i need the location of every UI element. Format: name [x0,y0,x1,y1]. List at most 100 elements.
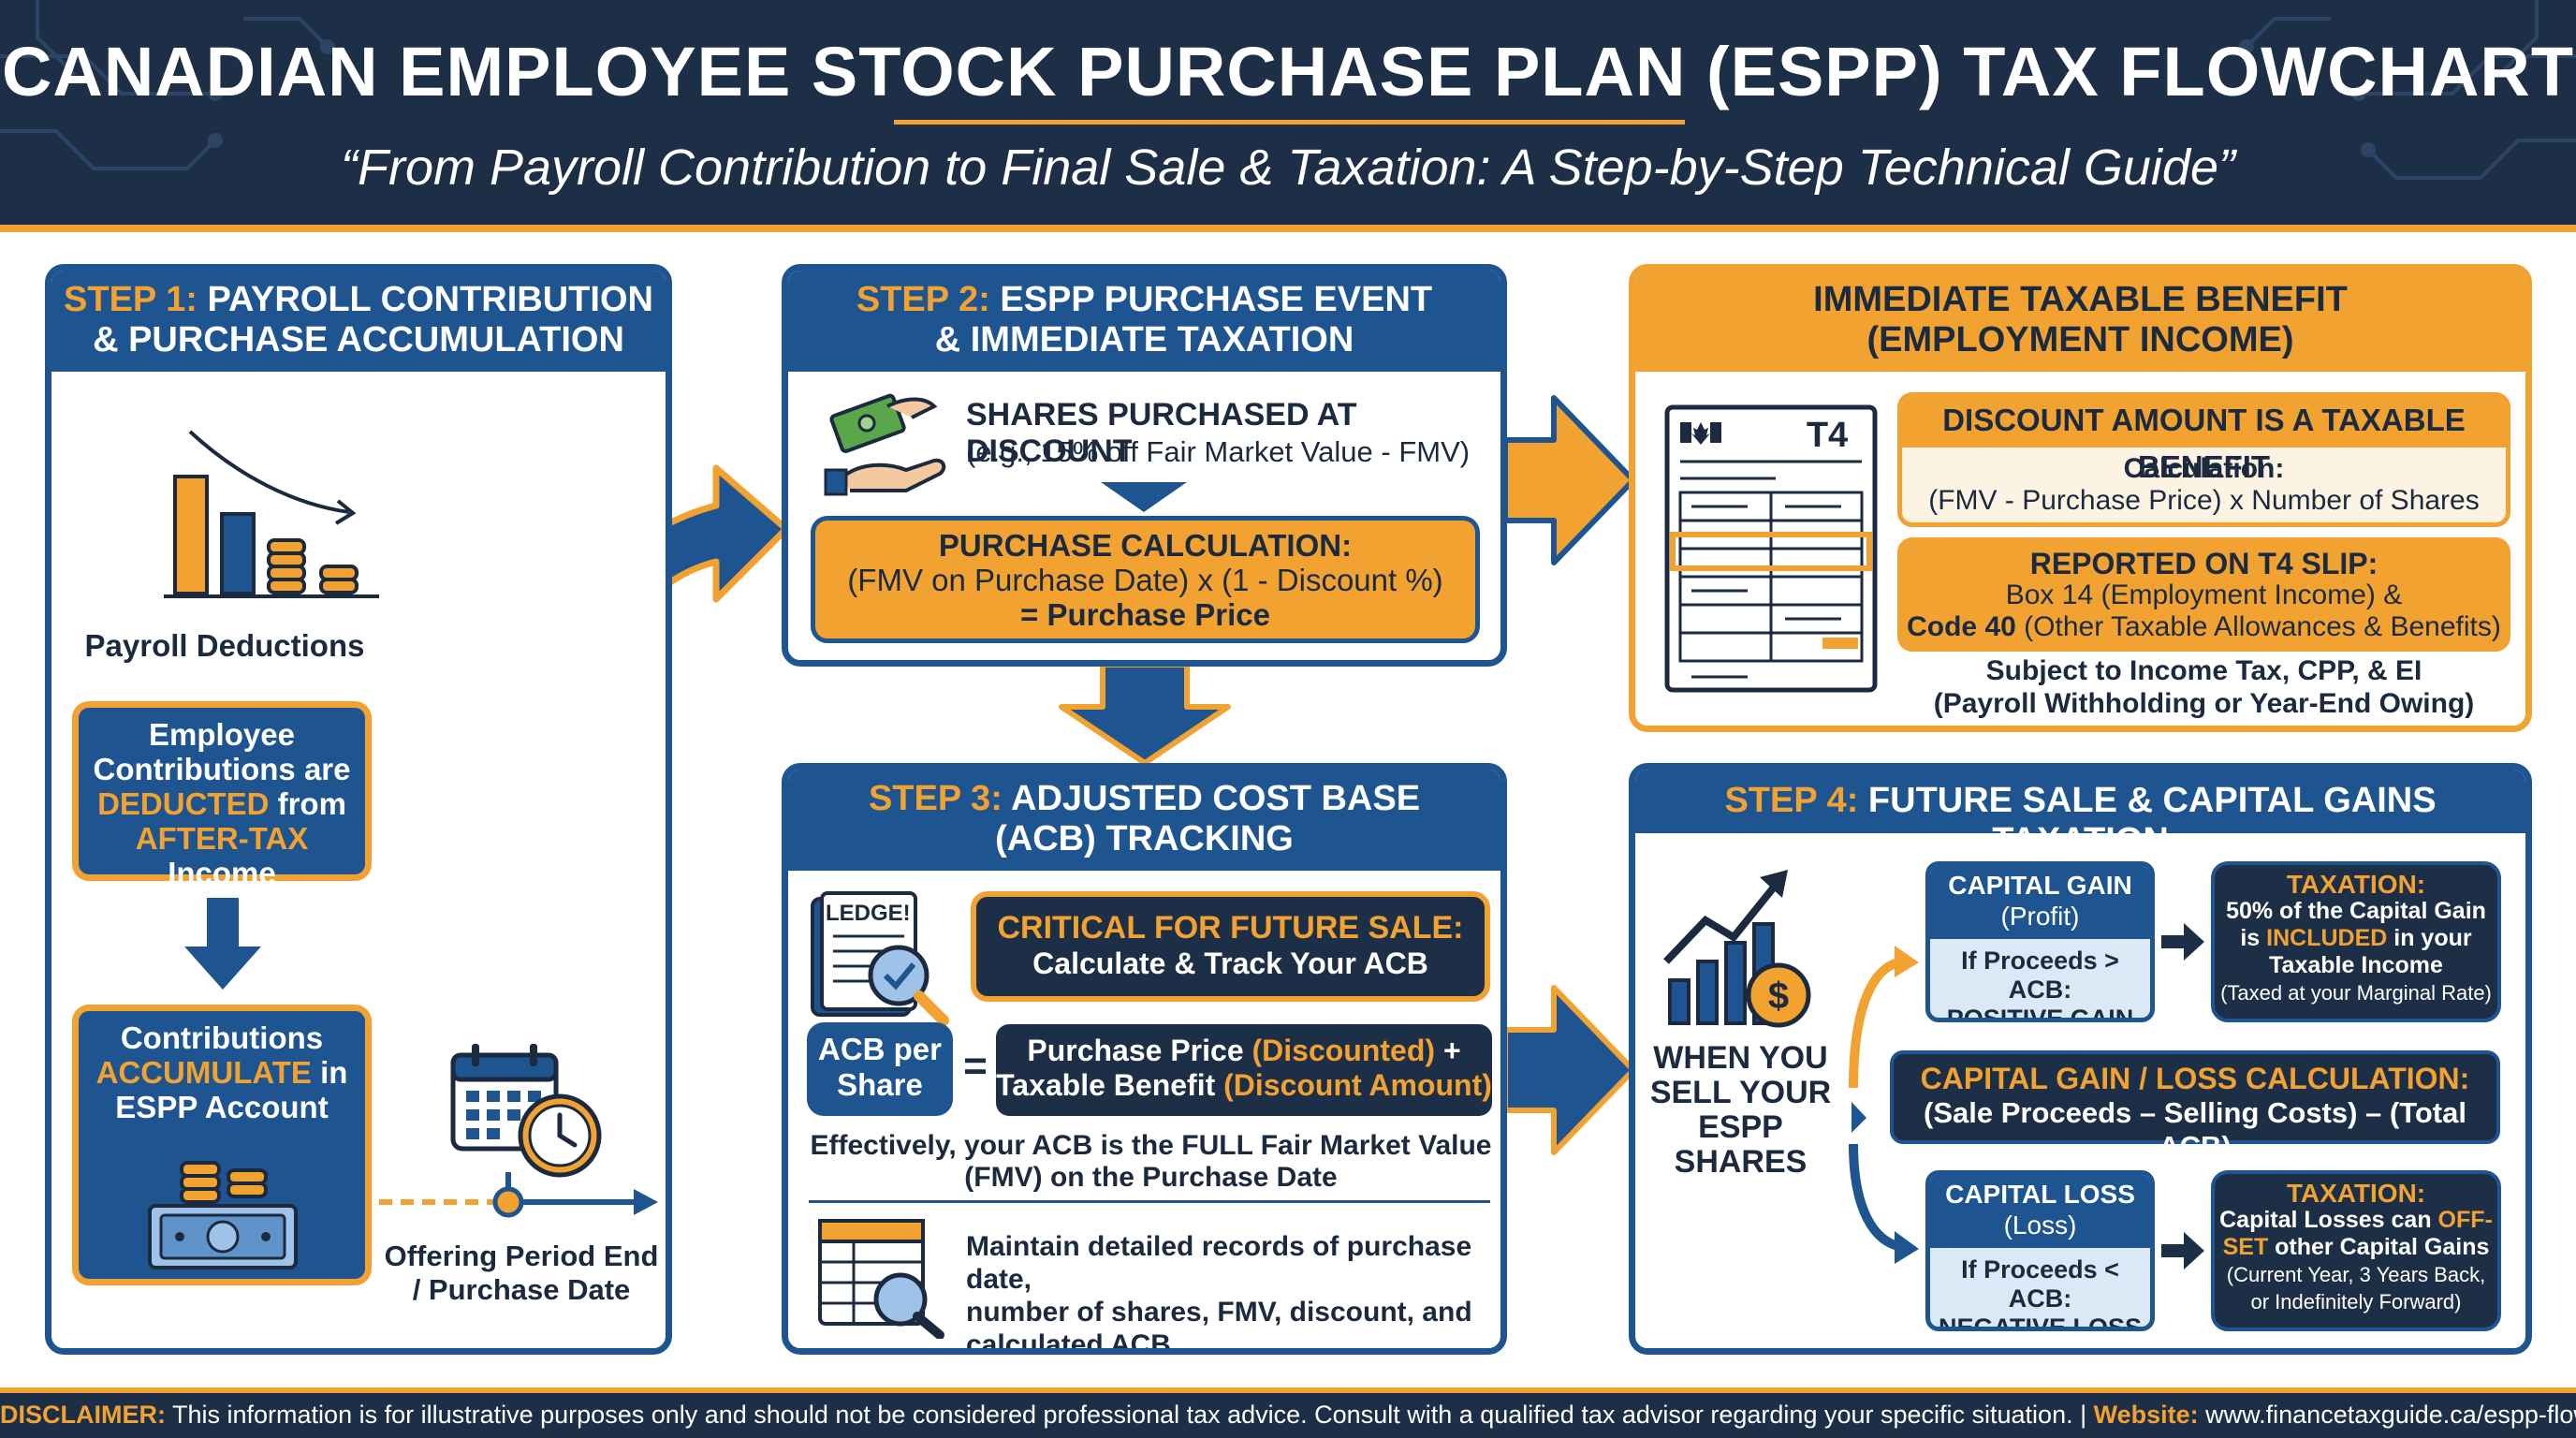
acb-label-line2: Share [837,1067,923,1102]
cash-icon [148,1161,298,1269]
ledger-magnifier-icon [811,891,949,1026]
loss-result: NEGATIVE LOSS [1938,1313,2143,1331]
calc-formula: (Sale Proceeds – Selling Costs) – (Total… [1924,1096,2466,1163]
formula-discounted: (Discounted) [1251,1034,1436,1067]
loss-tax-offset-a: OFF- [2437,1207,2493,1233]
step4-header: STEP 4: FUTURE SALE & CAPITAL GAINS TAXA… [1635,770,2525,860]
taxable-benefit-panel: IMMEDIATE TAXABLE BENEFIT (EMPLOYMENT IN… [1629,264,2532,732]
effectively-line1: Effectively, your ACB is the FULL Fair M… [810,1130,1492,1161]
records-line3: calculated ACB [966,1329,1171,1355]
loss-tax-line1a: Capital Losses can [2219,1207,2438,1233]
loss-tax-title: TAXATION: [2286,1179,2426,1208]
shares-purchased-example: (e.g., 15% off Fair Market Value - FMV) [966,435,1471,468]
loss-condition: If Proceeds < ACB: [1961,1255,2119,1313]
equals-sign: = [963,1043,988,1089]
arrow-step2-to-step3 [1059,662,1231,766]
step3-title: ADJUSTED COST BASE [1002,779,1421,818]
accum-line3: ESPP Account [115,1090,329,1124]
formula-discount-amount: (Discount Amount) [1223,1068,1492,1102]
step2-panel: STEP 2: ESPP PURCHASE EVENT & IMMEDIATE … [782,264,1507,667]
offering-period-label: Offering Period End / Purchase Date [381,1240,662,1307]
benefit-title-line2: (EMPLOYMENT INCOME) [1866,320,2294,360]
when-line2: SELL YOUR [1649,1075,1832,1110]
offering-timeline [379,1172,658,1218]
reported-title: REPORTED ON T4 SLIP: [2029,547,2378,580]
purchase-calc-title: PURCHASE CALCULATION: [938,528,1353,563]
disclaimer-label: DISCLAIMER: [0,1401,166,1429]
step4-title: FUTURE SALE & CAPITAL GAINS TAXATION [1858,781,2437,860]
money-hand-icon [824,393,946,496]
contributions-accumulate-box: Contributions ACCUMULATE in ESPP Account [72,1005,372,1285]
reported-line2: (Other Taxable Allowances & Benefits) [2015,611,2501,642]
step3-title-line2: (ACB) TRACKING [995,819,1294,858]
gain-tax-line2a: is [2240,925,2267,951]
arrow-step2-to-benefit [1502,395,1636,565]
purchase-calculation-box: PURCHASE CALCULATION: (FMV on Purchase D… [811,516,1480,643]
step1-panel: STEP 1: PAYROLL CONTRIBUTION & PURCHASE … [45,264,672,1355]
website-link[interactable]: www.financetaxguide.ca/espp-flowchart [2205,1401,2576,1429]
accum-highlight: ACCUMULATE [95,1055,312,1090]
gain-condition: If Proceeds > ACB: [1961,946,2119,1004]
formula-taxable-benefit: Taxable Benefit [996,1068,1224,1102]
formula-plus: + [1435,1034,1461,1067]
capital-gain-box: CAPITAL GAIN (Profit) If Proceeds > ACB:… [1925,861,2155,1022]
gain-tax-included: INCLUDED [2266,925,2388,951]
discount-calc-formula: (FMV - Purchase Price) x Number of Share… [1928,485,2480,516]
capital-loss-box: CAPITAL LOSS (Loss) If Proceeds < ACB: N… [1925,1170,2155,1331]
loss-tax-line2b: other Capital Gains [2268,1234,2490,1260]
contributions-deducted-box: Employee Contributions are DEDUCTED from… [72,701,372,890]
discount-benefit-box: DISCOUNT AMOUNT IS A TAXABLE BENEFIT Cal… [1897,392,2510,527]
contrib-after-tax-highlight: AFTER-TAX [135,821,309,856]
gain-result: POSITIVE GAIN [1946,1005,2134,1022]
step3-header: STEP 3: ADJUSTED COST BASE (ACB) TRACKIN… [788,770,1500,871]
title-divider [894,120,1685,125]
page-title: CANADIAN EMPLOYEE STOCK PURCHASE PLAN (E… [1,33,2575,110]
spreadsheet-search-icon [818,1219,944,1339]
calendar-icon [450,1044,602,1178]
purchase-calc-formula: (FMV on Purchase Date) x (1 - Discount %… [847,563,1443,597]
step3-divider [809,1200,1490,1203]
step1-title: PAYROLL CONTRIBUTION [197,280,653,319]
acb-effectively-text: Effectively, your ACB is the FULL Fair M… [798,1130,1500,1194]
effectively-line2: (FMV) on the Purchase Date [964,1162,1338,1193]
discount-benefit-title: DISCOUNT AMOUNT IS A TAXABLE BENEFIT [1902,397,2506,484]
subject-to-tax-text: Subject to Income Tax, CPP, & EI (Payrol… [1897,654,2510,720]
bar-chart-icon [164,430,379,598]
records-line1: Maintain detailed records of purchase da… [966,1231,1472,1295]
loss-tax-line3: (Current Year, 3 Years Back, [2226,1263,2486,1286]
records-line2: number of shares, FMV, discount, and [966,1297,1472,1328]
gain-tax-line2c: in your [2387,925,2472,951]
benefit-header: IMMEDIATE TAXABLE BENEFIT (EMPLOYMENT IN… [1635,271,2525,372]
coins-icon [267,538,359,594]
contrib-line3: from [269,786,346,821]
purchase-calc-result: = Purchase Price [1020,597,1270,632]
down-arrow-icon [184,898,261,990]
header-banner: CANADIAN EMPLOYEE STOCK PURCHASE PLAN (E… [0,0,2576,232]
benefit-title-line1: IMMEDIATE TAXABLE BENEFIT [1813,280,2348,319]
t4-reported-box: REPORTED ON T4 SLIP: Box 14 (Employment … [1897,537,2510,652]
small-down-arrow-icon [1101,482,1187,512]
step1-header: STEP 1: PAYROLL CONTRIBUTION & PURCHASE … [51,271,666,372]
branch-arrows [1849,946,1919,1264]
loss-arrow-icon [2161,1232,2204,1269]
when-you-sell-label: WHEN YOU SELL YOUR ESPP SHARES [1635,1041,1846,1180]
gain-subtitle: (Profit) [2000,902,2080,931]
loss-tax-offset-b: SET [2222,1234,2269,1260]
step3-step-number: STEP 3: [868,779,1003,818]
step2-step-number: STEP 2: [856,280,990,319]
acb-label-line1: ACB per [817,1032,943,1066]
critical-subtitle: Calculate & Track Your ACB [1032,946,1428,980]
svg-text:$: $ [1768,976,1789,1017]
gain-title: CAPITAL GAIN [1948,871,2132,900]
ledger-label: LEDGE! [826,901,911,926]
subject-line1: Subject to Income Tax, CPP, & EI [1985,655,2422,686]
page-subtitle: “From Payroll Contribution to Final Sale… [341,139,2235,196]
critical-for-sale-box: CRITICAL FOR FUTURE SALE: Calculate & Tr… [971,891,1490,1002]
growth-chart-icon: $ [1663,870,1811,1028]
clock-icon [518,1093,602,1178]
shares-purchased-title: SHARES PURCHASED AT DISCOUNT [966,397,1357,469]
step2-header: STEP 2: ESPP PURCHASE EVENT & IMMEDIATE … [788,271,1500,372]
step4-panel: STEP 4: FUTURE SALE & CAPITAL GAINS TAXA… [1629,763,2532,1355]
gain-tax-line3: Taxable Income [2269,952,2443,978]
disclaimer-text: This information is for illustrative pur… [166,1401,2094,1429]
